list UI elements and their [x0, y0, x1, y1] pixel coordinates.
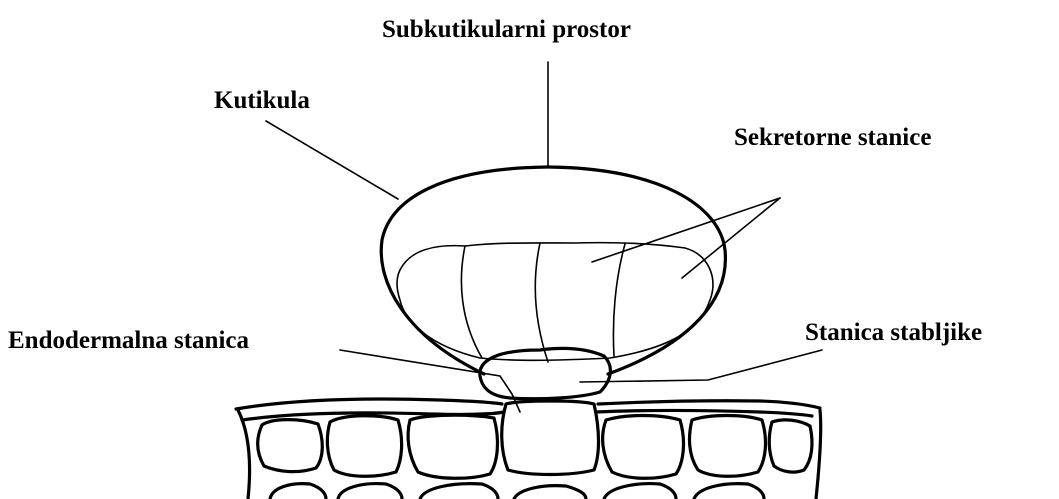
label-stalk-cell: Stanica stabljike: [805, 319, 982, 346]
label-subcuticular-space: Subkutikularni prostor: [382, 16, 631, 43]
stalk-cell: [480, 348, 611, 398]
secretory-cell-wall-3: [613, 244, 625, 356]
tissue-cell-3: [408, 415, 497, 478]
tissue-cell-bottom-2: [338, 484, 402, 499]
tissue-cell-2: [327, 416, 401, 477]
leader-secretory-cell-1: [592, 198, 780, 262]
tissue-edge-left: [238, 410, 250, 499]
secretory-cells: [397, 243, 713, 362]
secretory-cells-outline: [397, 243, 713, 361]
tissue-cell-1: [258, 420, 323, 472]
tissue-cell-4: [603, 416, 684, 479]
tissue-cell-bottom-4: [514, 486, 586, 499]
tissue-cell-bottom-3: [420, 484, 498, 499]
leader-cuticle: [266, 121, 398, 199]
secretory-cell-wall-2: [535, 243, 548, 362]
tissue-cell-5: [690, 416, 766, 477]
leader-secretory-cell-2: [682, 198, 780, 278]
secretory-cell-wall-1: [461, 246, 482, 358]
leader-stalk-cell: [580, 350, 822, 382]
label-secretory-cells: Sekretorne stanice: [734, 124, 931, 151]
tissue-cell-bottom-5: [604, 484, 676, 499]
label-cuticle: Kutikula: [214, 87, 310, 114]
tissue-cell-bottom-1: [270, 484, 326, 499]
tissue-cell-bottom-6: [694, 484, 764, 499]
tissue-edge-right: [816, 410, 821, 499]
tissue-cell-6: [769, 420, 812, 472]
cuticle-outline: [381, 167, 725, 374]
epidermis-tissue: [236, 399, 821, 499]
endodermal-cell: [502, 401, 599, 475]
label-endodermal-cell: Endodermalna stanica: [8, 327, 250, 354]
